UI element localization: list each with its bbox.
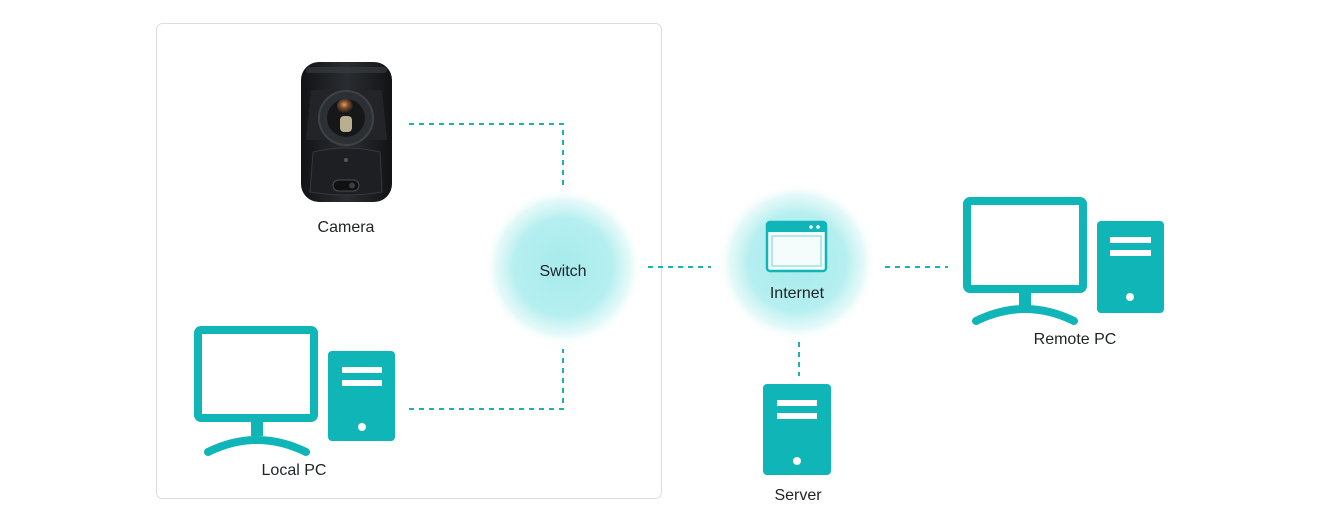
camera-icon — [301, 62, 392, 202]
remote-pc-node[interactable]: Remote PC — [963, 197, 1164, 348]
local-pc-label: Local PC — [262, 462, 327, 479]
server-label: Server — [774, 487, 822, 504]
switch-label: Switch — [539, 263, 586, 280]
connectors — [409, 123, 948, 410]
local-pc-node[interactable]: Local PC — [194, 326, 395, 479]
browser-window-icon — [765, 220, 828, 273]
remote-pc-label: Remote PC — [1034, 331, 1117, 348]
connector-localpc-switch — [409, 349, 564, 410]
camera-label: Camera — [318, 219, 375, 236]
connector-camera-switch — [409, 123, 564, 186]
switch-node[interactable]: Switch — [484, 188, 642, 346]
desktop-computer-icon — [194, 326, 395, 456]
local-network-box — [156, 23, 662, 499]
internet-node[interactable]: Internet — [718, 183, 876, 341]
desktop-computer-icon — [963, 197, 1164, 325]
server-tower-icon — [763, 384, 831, 475]
switch-glow — [484, 188, 642, 346]
internet-label: Internet — [770, 285, 825, 302]
server-node[interactable]: Server — [763, 384, 831, 504]
camera-node[interactable]: Camera — [301, 62, 392, 236]
